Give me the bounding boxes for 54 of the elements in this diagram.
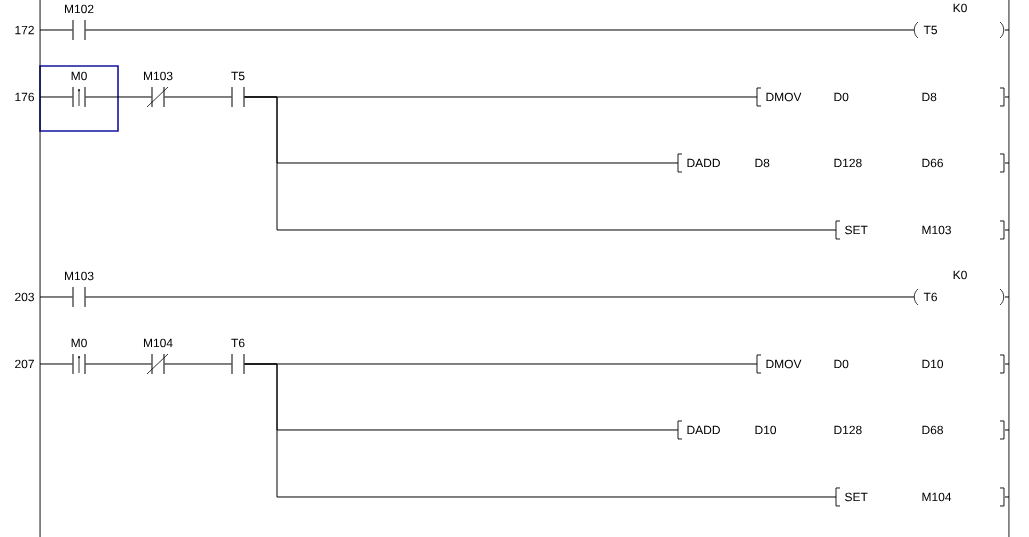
operand: D0 [834, 92, 849, 102]
wire [1004, 229, 1010, 231]
wire [1004, 96, 1010, 98]
wire [1004, 496, 1010, 498]
wire [85, 296, 915, 298]
operand: D128 [834, 425, 862, 435]
operand: D10 [755, 425, 777, 435]
step-number: 176 [15, 92, 34, 102]
contact-label: M104 [144, 338, 173, 348]
step-number: 207 [15, 359, 34, 369]
operand: M104 [922, 492, 952, 502]
timer-setting: K0 [953, 3, 967, 13]
contact-label: M102 [65, 4, 94, 14]
instruction-mnemonic: SET [845, 225, 868, 235]
wire [164, 363, 232, 365]
instruction-mnemonic: DMOV [766, 92, 802, 102]
operand: D0 [834, 359, 849, 369]
contact-label: M103 [144, 71, 173, 81]
wire [1004, 29, 1010, 31]
instruction-mnemonic: SET [845, 492, 868, 502]
operand: D8 [922, 92, 937, 102]
instruction-mnemonic: DMOV [766, 359, 802, 369]
wire [39, 296, 73, 298]
instruction-mnemonic: DADD [687, 158, 720, 168]
wire [1004, 363, 1010, 365]
operand: D10 [922, 359, 944, 369]
contact-label: M0 [71, 71, 87, 81]
operand: D128 [834, 158, 862, 168]
wire [85, 363, 152, 365]
step-number: 172 [15, 25, 34, 35]
wire [85, 29, 915, 31]
wire [1004, 296, 1010, 298]
wire [39, 29, 73, 31]
contact-label: M0 [71, 338, 87, 348]
wire [164, 96, 232, 98]
operand: D8 [755, 158, 770, 168]
wire [1004, 162, 1010, 164]
wire [244, 96, 837, 231]
instruction-mnemonic: DADD [687, 425, 720, 435]
contact-label: M103 [65, 271, 94, 281]
contact-label: T5 [231, 71, 245, 81]
operand: D66 [922, 158, 943, 168]
wire [85, 96, 152, 98]
wire [39, 363, 73, 365]
timer-setting: K0 [953, 270, 967, 280]
step-number: 203 [15, 292, 34, 302]
wire [1004, 429, 1010, 431]
wire [244, 363, 837, 498]
wire [39, 96, 73, 98]
operand: M103 [922, 225, 951, 235]
operand: D68 [922, 425, 943, 435]
coil-label: T5 [923, 25, 937, 35]
contact-label: T6 [231, 338, 245, 348]
coil-label: T6 [923, 292, 937, 302]
